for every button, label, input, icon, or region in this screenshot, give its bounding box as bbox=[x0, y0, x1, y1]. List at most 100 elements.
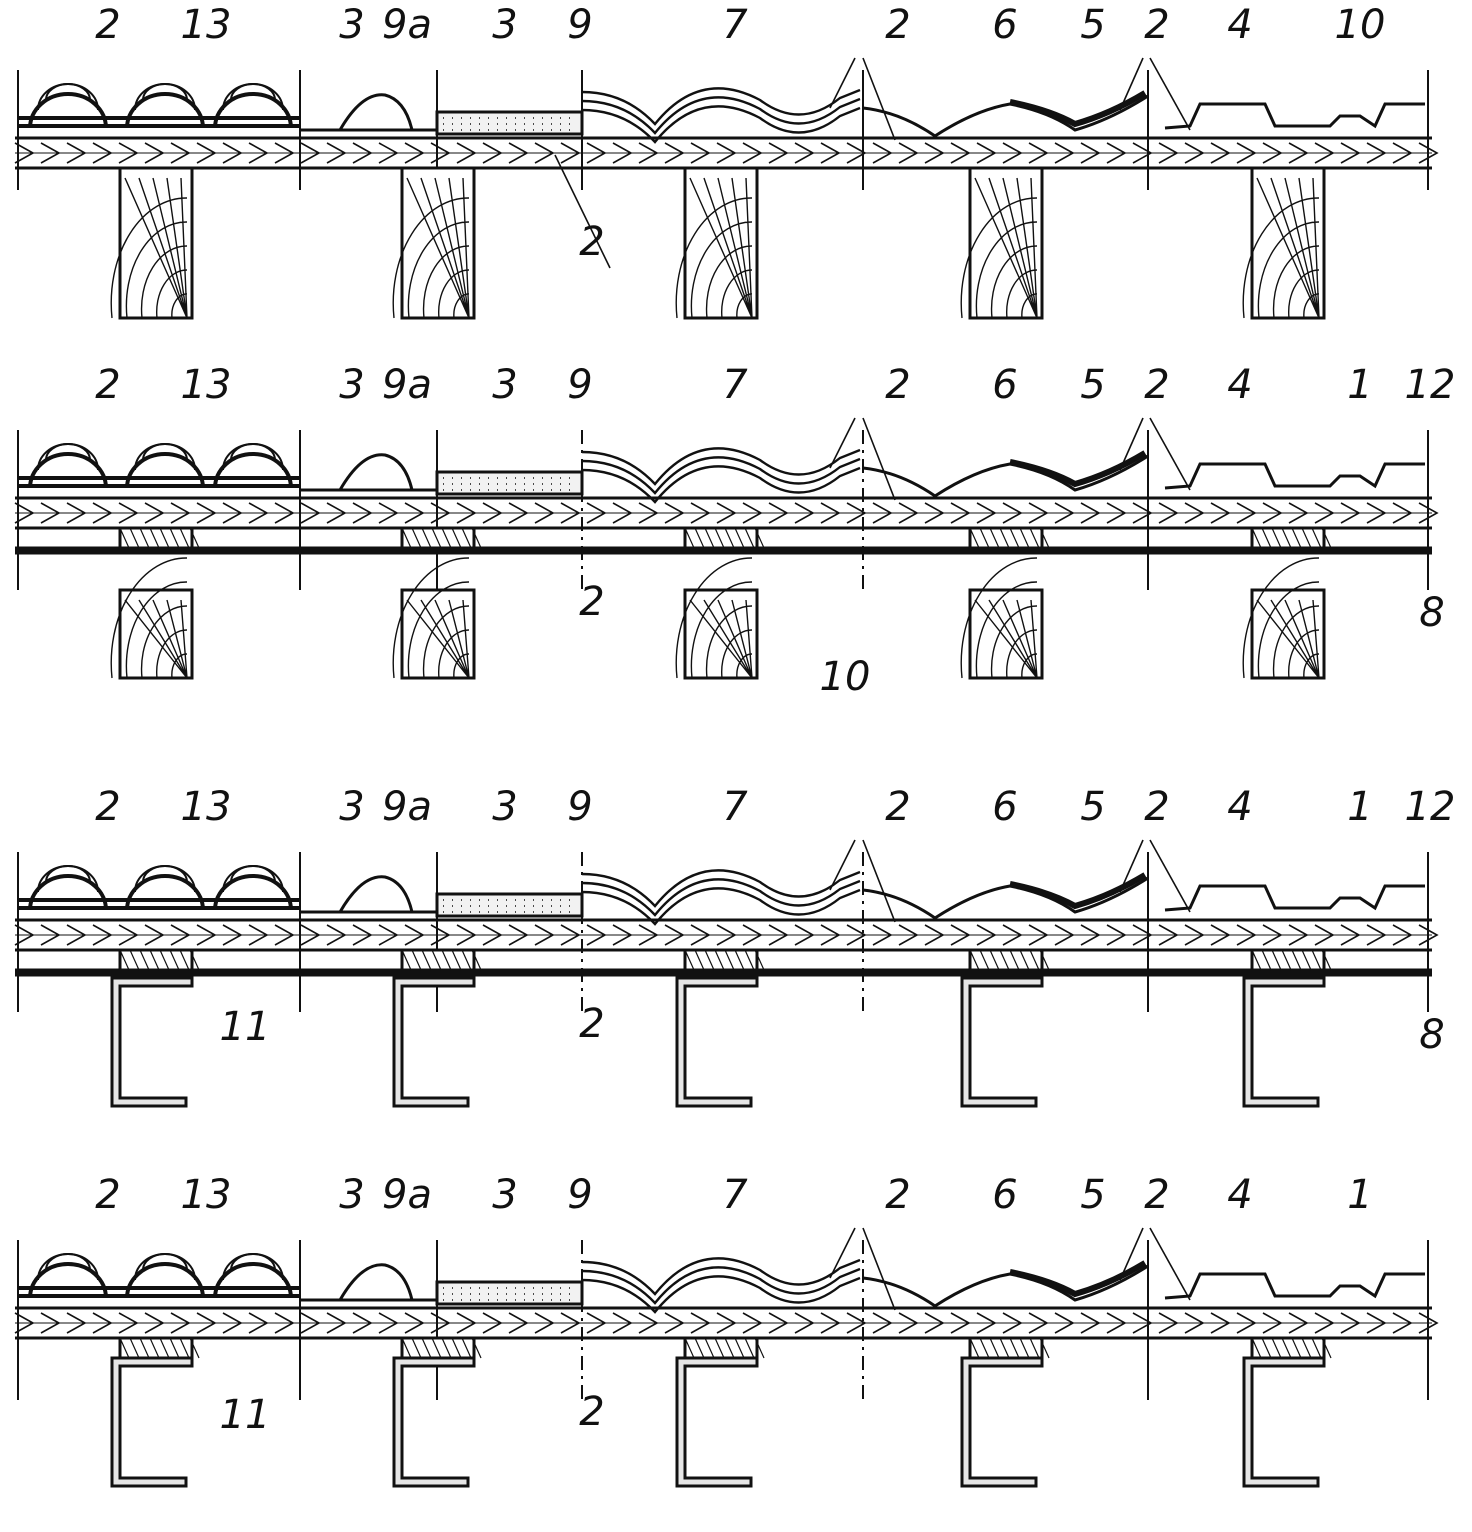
callout-label: 2 bbox=[579, 1389, 604, 1435]
callout-label: 13 bbox=[181, 784, 232, 830]
callout-label: 3 bbox=[492, 2, 517, 48]
leader-line bbox=[862, 1227, 896, 1311]
callout-label: 8 bbox=[1419, 1012, 1444, 1058]
callout-label: 2 bbox=[1144, 362, 1169, 408]
corrugated-sheet-7-3 bbox=[581, 887, 861, 926]
half-round-tile-2 bbox=[125, 452, 205, 489]
support-3 bbox=[675, 166, 759, 320]
purlin-pad-1 bbox=[683, 948, 759, 972]
callout-label: 5 bbox=[1080, 1172, 1105, 1218]
half-round-tile-ridge-1 bbox=[45, 443, 91, 461]
purlin-pad-1 bbox=[118, 526, 194, 550]
callout-label: 2 bbox=[1144, 784, 1169, 830]
purlin-pad-hatch bbox=[969, 949, 1050, 971]
callout-label: 3 bbox=[492, 1172, 517, 1218]
callout-label: 1 bbox=[1347, 362, 1372, 408]
callout-label: 6 bbox=[992, 2, 1017, 48]
corrugated-sheet-7-1 bbox=[581, 447, 861, 486]
callout-label: 12 bbox=[1405, 362, 1456, 408]
wood-grain-icon bbox=[675, 557, 753, 679]
steel-channel-icon bbox=[110, 1356, 194, 1488]
half-round-tile-2 bbox=[125, 874, 205, 911]
callout-label: 11 bbox=[220, 1392, 271, 1438]
half-round-tile-1 bbox=[28, 874, 108, 911]
support-3 bbox=[675, 1336, 765, 1488]
support-5 bbox=[1242, 526, 1332, 680]
callout-label: 2 bbox=[885, 784, 910, 830]
corrugated-sheet-7-2 bbox=[581, 456, 861, 495]
callout-label: 8 bbox=[1419, 590, 1444, 636]
support-2 bbox=[392, 166, 476, 320]
support-2 bbox=[392, 1336, 482, 1488]
purlin-pad-1 bbox=[1250, 526, 1326, 550]
support-2 bbox=[392, 948, 482, 1108]
callout-label: 2 bbox=[95, 1172, 120, 1218]
support-4 bbox=[960, 948, 1050, 1108]
callout-label: 3 bbox=[492, 784, 517, 830]
purlin-pad-hatch bbox=[1251, 1337, 1332, 1359]
callout-label: 9 bbox=[567, 1172, 592, 1218]
half-round-tile-3 bbox=[213, 92, 293, 129]
half-round-tile-3 bbox=[213, 1262, 293, 1299]
half-round-tile-1 bbox=[28, 92, 108, 129]
half-round-tile-ridge-3 bbox=[230, 83, 276, 101]
slab-9 bbox=[435, 110, 584, 136]
callout-label: 2 bbox=[579, 1001, 604, 1047]
purlin-pad-hatch bbox=[969, 1337, 1050, 1359]
support-5 bbox=[1242, 166, 1326, 320]
callout-label: 9 bbox=[567, 362, 592, 408]
half-round-tile-ridge-3 bbox=[230, 1253, 276, 1271]
leader-line bbox=[1149, 1227, 1191, 1301]
purlin-pad-1 bbox=[400, 526, 476, 550]
purlin-pad-1 bbox=[968, 526, 1044, 550]
callout-label: 7 bbox=[722, 784, 748, 830]
purlin-pad-hatch bbox=[1251, 949, 1332, 971]
callout-label: 2 bbox=[95, 784, 120, 830]
steel-channel-icon bbox=[392, 976, 476, 1108]
callout-label: 5 bbox=[1080, 2, 1105, 48]
callout-label: 2 bbox=[885, 2, 910, 48]
steel-channel-icon bbox=[392, 1356, 476, 1488]
leader-line bbox=[1149, 417, 1191, 491]
corrugated-sheet-7-1 bbox=[581, 869, 861, 908]
support-3 bbox=[675, 948, 765, 1108]
corrugated-sheet-7-3 bbox=[581, 1275, 861, 1314]
callout-label: 9a bbox=[382, 784, 432, 830]
callout-label: 6 bbox=[992, 784, 1017, 830]
wood-grain-icon bbox=[960, 177, 1038, 319]
callout-label: 4 bbox=[1227, 2, 1252, 48]
purlin-pad-hatch bbox=[119, 1337, 200, 1359]
slab-9-texture bbox=[443, 1287, 570, 1301]
corrugated-sheet-7-3 bbox=[581, 105, 861, 144]
trapezoid-sheet-4 bbox=[1164, 884, 1425, 912]
wood-grain-icon bbox=[960, 557, 1038, 679]
purlin-pad-1 bbox=[400, 948, 476, 972]
callout-label: 2 bbox=[1144, 2, 1169, 48]
leader-line bbox=[1119, 1227, 1144, 1281]
slab-9-texture bbox=[443, 899, 570, 913]
callout-label: 3 bbox=[339, 2, 364, 48]
callout-label: 4 bbox=[1227, 362, 1252, 408]
support-1 bbox=[110, 948, 200, 1108]
leader-line bbox=[1119, 839, 1144, 893]
half-round-tile-ridge-1 bbox=[45, 83, 91, 101]
corrugated-sheet-7-1 bbox=[581, 1257, 861, 1296]
half-round-tile-2 bbox=[125, 92, 205, 129]
half-round-tile-ridge-2 bbox=[142, 443, 188, 461]
slab-9 bbox=[435, 1280, 584, 1306]
callout-label: 12 bbox=[1405, 784, 1456, 830]
support-2 bbox=[392, 526, 482, 680]
callout-label: 4 bbox=[1227, 1172, 1252, 1218]
support-1 bbox=[110, 526, 200, 680]
steel-channel-icon bbox=[110, 976, 194, 1108]
corrugated-sheet-7-1 bbox=[581, 87, 861, 126]
callout-label: 13 bbox=[181, 1172, 232, 1218]
purlin-pad-hatch bbox=[684, 949, 765, 971]
steel-channel-icon bbox=[675, 1356, 759, 1488]
purlin-pad-1 bbox=[683, 526, 759, 550]
support-4 bbox=[960, 1336, 1050, 1488]
half-round-tile-ridge-2 bbox=[142, 865, 188, 883]
leader-line bbox=[1149, 839, 1191, 913]
